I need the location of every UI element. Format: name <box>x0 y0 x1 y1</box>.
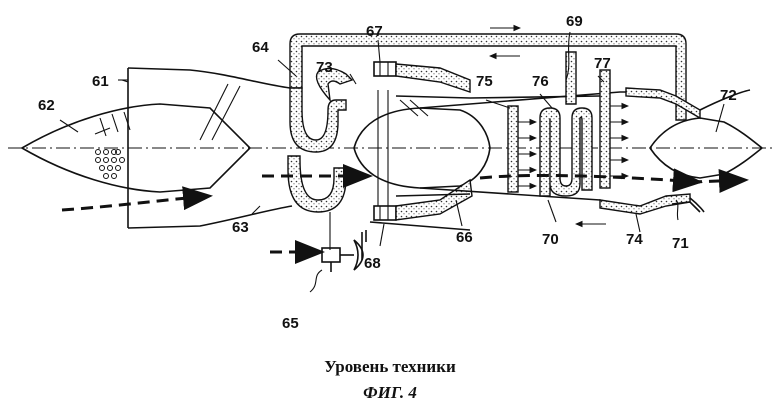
leader-lines <box>59 31 725 293</box>
label-66: 66 <box>456 229 473 246</box>
nacelle <box>118 67 293 229</box>
exhaust-plug-72 <box>625 87 764 179</box>
recirculation-duct <box>289 33 687 121</box>
core-66 <box>353 90 491 206</box>
label-74: 74 <box>626 231 643 248</box>
heat-exchanger-77 <box>599 69 611 189</box>
caption-prior-art: Уровень техники <box>324 357 456 376</box>
label-69: 69 <box>566 13 583 30</box>
label-64: 64 <box>252 39 269 56</box>
label-75: 75 <box>476 73 493 90</box>
nozzle-71 <box>599 193 705 215</box>
label-77: 77 <box>594 55 611 72</box>
label-70: 70 <box>542 231 559 248</box>
bleed-68 <box>365 178 473 242</box>
label-68: 68 <box>364 255 381 272</box>
caption-figure-number: ФИГ. 4 <box>363 383 417 402</box>
bleed-67 <box>373 61 471 117</box>
label-61: 61 <box>92 73 109 90</box>
heat-exchanger-75 <box>507 105 519 193</box>
label-71: 71 <box>672 235 689 252</box>
heat-exchanger-73 <box>287 67 354 250</box>
label-73: 73 <box>316 59 333 76</box>
label-65: 65 <box>282 315 299 332</box>
flow-arrows-main <box>61 164 749 264</box>
label-72: 72 <box>720 87 737 104</box>
nose-cone <box>20 103 252 193</box>
label-62: 62 <box>38 97 55 114</box>
label-63: 63 <box>232 219 249 236</box>
flow-arrows-exchanger <box>488 24 630 228</box>
valve-65 <box>321 232 364 272</box>
label-76: 76 <box>532 73 549 90</box>
label-67: 67 <box>366 23 383 40</box>
